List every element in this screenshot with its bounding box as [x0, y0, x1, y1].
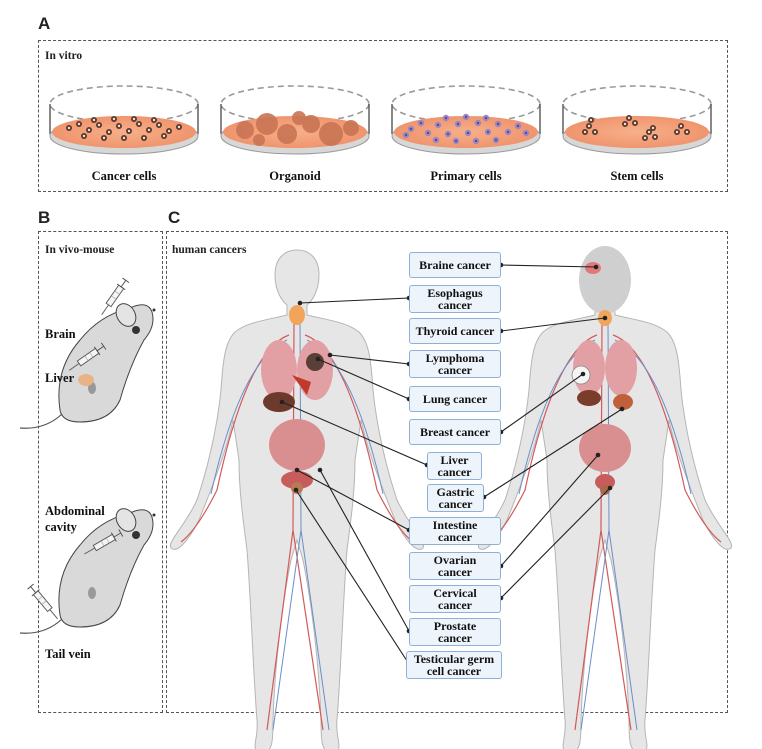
label-text: Intestine cancer	[432, 518, 478, 544]
connector-lines	[281, 264, 623, 665]
female-body	[477, 246, 733, 749]
label-esophagus-cancer: Esophagus cancer	[409, 285, 501, 313]
label-text: Ovarian cancer	[433, 553, 477, 579]
dish-label-organoid: Organoid	[269, 169, 321, 183]
label-text: Cervical cancer	[433, 586, 477, 612]
in-vivo-mouse-title: In vivo-mouse	[45, 244, 115, 256]
in-vitro-title: In vitro	[45, 50, 83, 62]
label-text: Braine cancer	[419, 258, 491, 272]
mouse-top	[19, 276, 157, 429]
label-text: Lung cancer	[422, 392, 488, 406]
label-text: Gastric cancer	[436, 485, 475, 511]
male-body	[169, 249, 425, 749]
panel-letter-a: A	[38, 14, 51, 33]
label-ovarian-cancer: Ovarian cancer	[409, 552, 501, 580]
label-intestine-cancer: Intestine cancer	[409, 517, 501, 545]
panel-letter-c: C	[168, 208, 181, 227]
mouse-label-brain: Brain	[45, 327, 76, 341]
label-text: Prostate cancer	[433, 619, 477, 645]
label-lung-cancer: Lung cancer	[409, 386, 501, 412]
label-breast-cancer: Breast cancer	[409, 419, 501, 445]
label-text: Esophagus cancer	[427, 286, 483, 312]
mouse-label-tail-vein: Tail vein	[45, 647, 91, 661]
dish-label-cancer-cells: Cancer cells	[91, 169, 157, 183]
dish-label-primary-cells: Primary cells	[430, 169, 502, 183]
panel-letter-b: B	[38, 208, 51, 227]
label-testicular-germ-cell-cancer: Testicular germ cell cancer	[406, 651, 502, 679]
label-liver-cancer: Liver cancer	[427, 452, 482, 480]
in-vivo-mouse-box	[38, 231, 163, 713]
dish-primary-cells	[391, 85, 541, 155]
label-text: Lymphoma cancer	[425, 351, 485, 377]
mouse-label-abdominal-cavity: Abdominal cavity	[45, 504, 105, 534]
mouse-label-liver: Liver	[45, 371, 75, 385]
in-vitro-box	[38, 40, 728, 192]
human-cancers-title: human cancers	[172, 244, 247, 256]
label-braine-cancer: Braine cancer	[409, 252, 501, 278]
dish-stem-cells	[562, 85, 712, 155]
label-gastric-cancer: Gastric cancer	[427, 484, 484, 512]
label-lymphoma-cancer: Lymphoma cancer	[409, 350, 501, 378]
label-prostate-cancer: Prostate cancer	[409, 618, 501, 646]
label-text: Breast cancer	[419, 425, 491, 439]
label-cervical-cancer: Cervical cancer	[409, 585, 501, 613]
dish-cancer-cells	[49, 85, 199, 155]
dish-organoid	[220, 85, 370, 155]
human-cancers-box	[166, 231, 728, 713]
dish-label-stem-cells: Stem cells	[610, 169, 664, 183]
label-thyroid-cancer: Thyroid cancer	[409, 318, 501, 344]
label-text: Testicular germ cell cancer	[413, 652, 495, 678]
label-text: Liver cancer	[437, 453, 472, 479]
label-text: Thyroid cancer	[415, 324, 495, 338]
